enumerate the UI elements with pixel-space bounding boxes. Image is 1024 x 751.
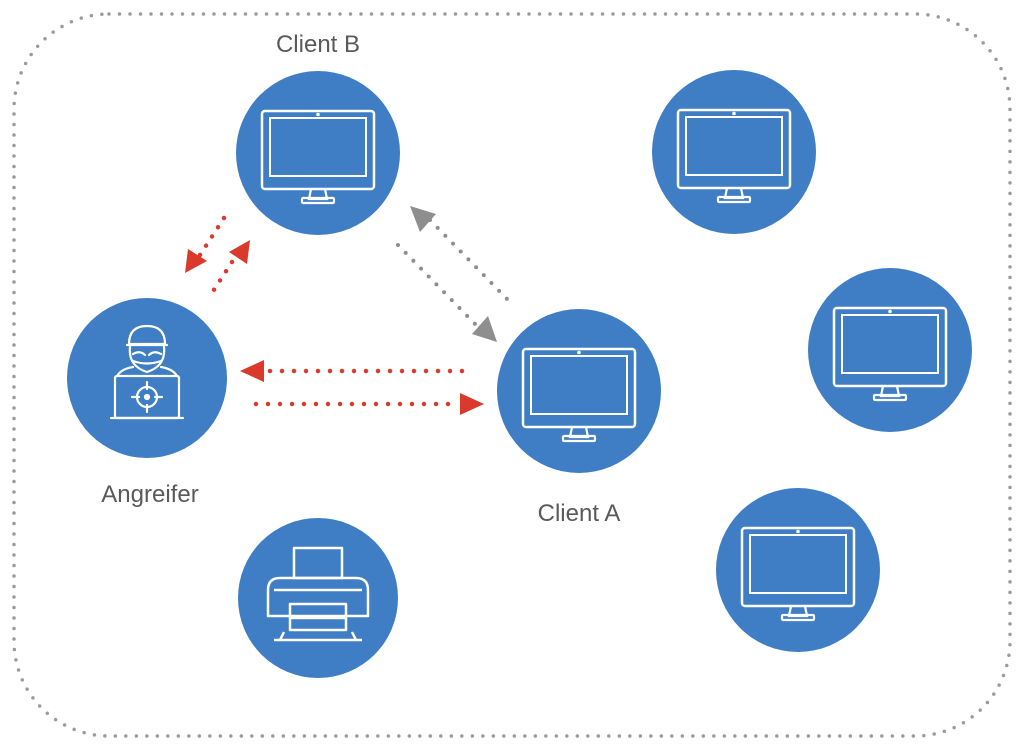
label-attacker: Angreifer — [101, 481, 198, 508]
network-boundary — [12, 12, 1012, 738]
connection-attacker-clienta — [240, 360, 484, 415]
arrowhead-to-client-a-red — [460, 393, 484, 415]
node-client-b[interactable] — [236, 71, 400, 235]
node-client-a[interactable] — [497, 309, 661, 473]
node-attacker[interactable] — [67, 298, 227, 458]
node-monitor-mid-right[interactable] — [808, 268, 972, 432]
printer-icon — [266, 546, 370, 642]
connection-attacker-clientb — [185, 215, 250, 299]
arrowhead-to-attacker — [240, 360, 264, 382]
arrowhead-to-client-b — [410, 206, 436, 232]
connection-clientb-clienta — [396, 206, 512, 342]
arrowhead-to-client-b-red — [229, 240, 250, 264]
hacker-icon — [109, 324, 185, 420]
label-client-b: Client B — [276, 31, 360, 58]
node-monitor-bottom-right[interactable] — [716, 488, 880, 652]
arrowhead-to-attacker-2 — [185, 249, 207, 273]
label-client-a: Client A — [538, 500, 621, 527]
node-printer[interactable] — [238, 518, 398, 678]
node-monitor-top-right[interactable] — [652, 70, 816, 234]
arrowhead-to-client-a — [472, 316, 497, 342]
